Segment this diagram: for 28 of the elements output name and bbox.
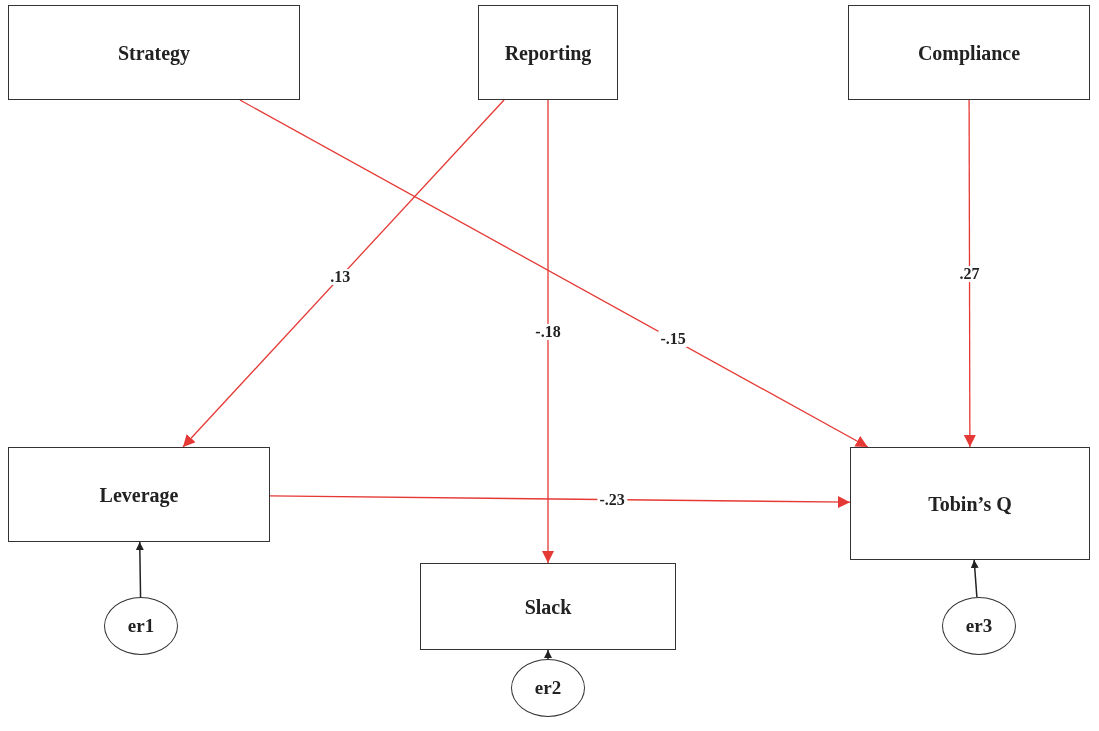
- path-arrow: [239, 99, 869, 448]
- variable-box: [850, 447, 1090, 560]
- variable-box: [848, 5, 1090, 100]
- path-coefficient: .13: [328, 268, 353, 285]
- path-arrow: [269, 495, 851, 509]
- variable-box: [478, 5, 618, 100]
- path-arrow: [182, 99, 505, 448]
- node-label: er2: [534, 675, 562, 700]
- variable-box: [420, 563, 676, 650]
- node-label: Compliance: [917, 40, 1021, 67]
- node-label: Reporting: [504, 40, 592, 67]
- node-label: Tobin’s Q: [928, 491, 1012, 517]
- path-arrow: [135, 541, 144, 598]
- node-label: Leverage: [99, 482, 179, 509]
- node-label: Strategy: [117, 40, 191, 67]
- node-label: er1: [127, 613, 155, 638]
- path-arrow: [970, 559, 979, 598]
- path-arrow: [963, 99, 976, 448]
- path-coefficient: -.18: [533, 323, 563, 340]
- path-arrow: [544, 649, 552, 660]
- path-coefficient: .27: [957, 265, 982, 282]
- node-label: Slack: [524, 594, 572, 620]
- path-arrow: [542, 99, 554, 564]
- node-label: er3: [965, 613, 993, 638]
- path-coefficient: -.15: [658, 331, 688, 348]
- path-coefficient: -.23: [597, 491, 627, 508]
- variable-box: [8, 447, 270, 542]
- variable-box: [8, 5, 300, 100]
